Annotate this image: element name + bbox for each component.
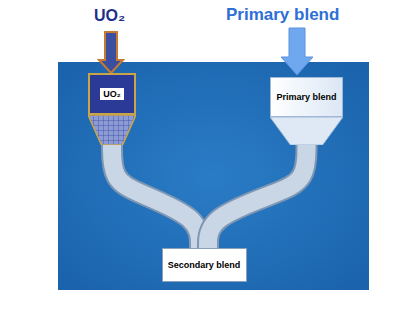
hopper-funnel [270, 117, 343, 145]
pipe-outline [208, 143, 307, 248]
pipe-connector [112, 143, 200, 248]
background-panel [58, 62, 369, 290]
feed-arrow [281, 28, 313, 75]
box-body: UO₂ [88, 73, 136, 115]
pipe-body [112, 143, 200, 248]
box-label: Secondary blend [168, 260, 241, 270]
pipe-connector [208, 143, 307, 248]
feed-label: Primary blend [226, 5, 339, 25]
hopper-funnel [88, 115, 136, 145]
box-label: UO₂ [100, 88, 124, 100]
blend-box: Secondary blend [162, 248, 247, 282]
feed-label: UO₂ [94, 7, 125, 25]
box-body: Primary blend [270, 77, 343, 117]
pipe-outline [112, 143, 200, 248]
funnel-shape [88, 115, 136, 145]
hopper-box: Primary blend [270, 77, 343, 145]
pipe-body [208, 143, 307, 248]
box-body: Secondary blend [162, 248, 247, 282]
box-label: Primary blend [276, 92, 336, 102]
feed-arrow [99, 32, 123, 73]
hopper-box: UO₂ [88, 73, 136, 145]
funnel-shape [270, 117, 343, 145]
